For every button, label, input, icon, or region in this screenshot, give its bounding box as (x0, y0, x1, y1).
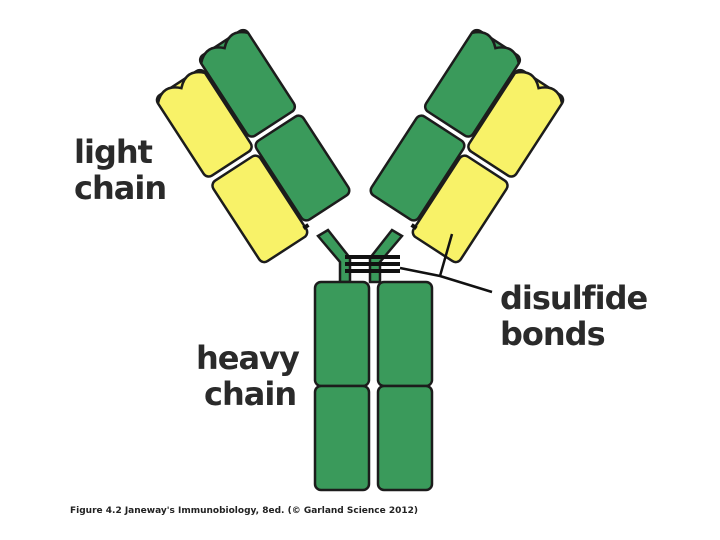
disulfide-bond-light-left (302, 223, 310, 230)
light-chain-tip-right (514, 70, 564, 104)
disulfide-bonds-label: disulfide bonds (500, 279, 648, 353)
disulfide-leader-line-2 (438, 233, 454, 277)
heavy-chain-label: heavy chain (196, 339, 300, 413)
heavy-chain-domain-ch3-left (313, 384, 371, 492)
light-chain-label: light chain (74, 133, 167, 207)
figure-caption: Figure 4.2 Janeway's Immunobiology, 8ed.… (70, 506, 419, 516)
heavy-chain-domain-ch2-right (376, 280, 434, 388)
light-chain-label-line1: light (74, 133, 153, 171)
heavy-chain-tip-right (471, 30, 521, 64)
heavy-chain-domain-vh-left (198, 28, 297, 138)
disulfide-bonds-label-line2: bonds (500, 315, 606, 353)
heavy-chain-domain-ch3-right (376, 384, 434, 492)
heavy-chain-domain-vh-right (423, 28, 522, 138)
disulfide-bond-light-right (410, 223, 418, 230)
heavy-chain-domain-ch1-left (254, 114, 351, 222)
disulfide-bonds-label-line1: disulfide (500, 279, 648, 317)
heavy-chain-tip-left (199, 30, 249, 64)
light-chain-domain-vl-left (155, 68, 253, 178)
light-chain-tip-left (156, 70, 206, 104)
light-chain-label-line2: chain (74, 169, 167, 207)
light-chain-domain-cl-left (211, 154, 309, 264)
heavy-chain-label-line2: chain (204, 375, 297, 413)
heavy-chain-label-line1: heavy (196, 339, 300, 377)
heavy-chain-domain-ch1-right (369, 114, 466, 222)
left-fab-arm (155, 28, 351, 264)
light-chain-domain-cl-right (411, 154, 509, 264)
heavy-chain-domain-ch2-left (313, 280, 371, 388)
right-fab-arm (369, 28, 565, 264)
light-chain-domain-vl-right (467, 68, 565, 178)
